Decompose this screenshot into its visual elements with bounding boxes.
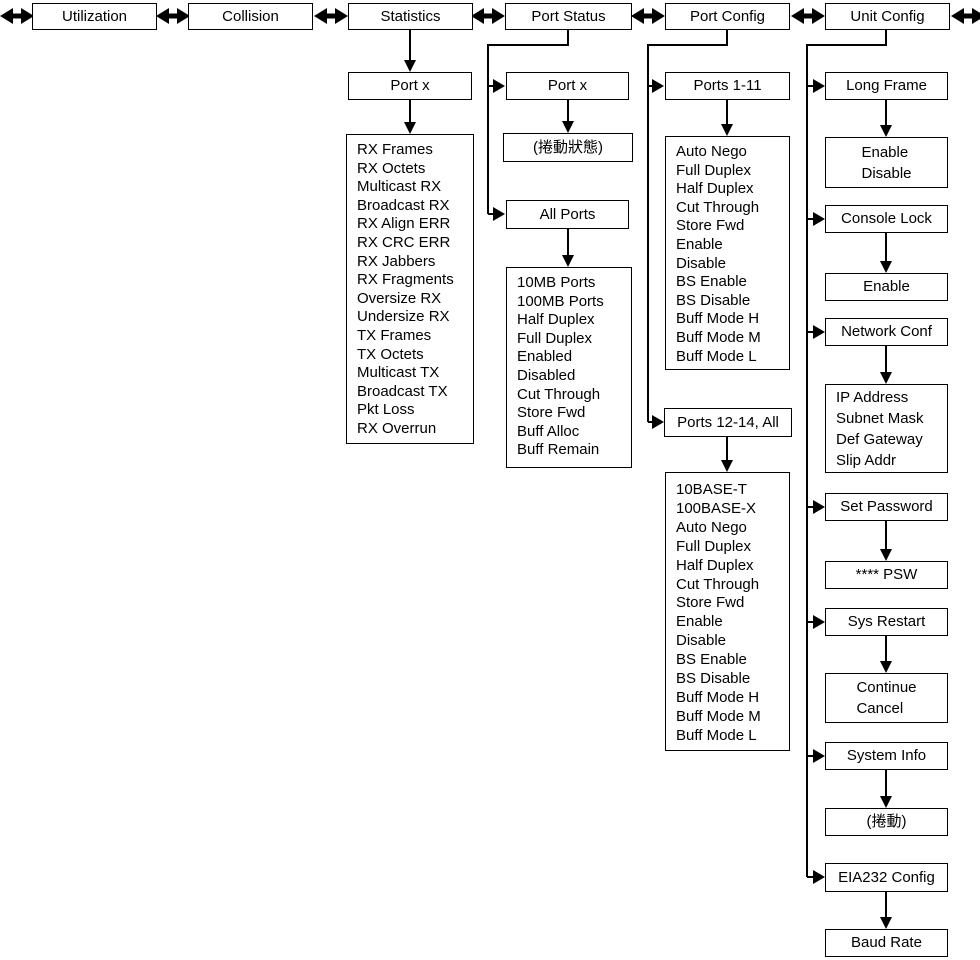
left-right-arrow-icon xyxy=(951,8,980,24)
port-status-all-ports-list: 10MB Ports 100MB Ports Half Duplex Full … xyxy=(506,267,632,468)
statistics-counter-list: RX Frames RX Octets Multicast RX Broadca… xyxy=(346,134,474,444)
unit-config-console-lock-box: Console Lock xyxy=(825,205,948,233)
menu-item-collision: Collision xyxy=(188,3,313,30)
menu-item-utilization: Utilization xyxy=(32,3,157,30)
left-right-arrow-icon xyxy=(156,8,190,24)
unit-config-sys-restart-options: Continue Cancel xyxy=(825,673,948,723)
statistics-port-x-box: Port x xyxy=(348,72,472,100)
left-right-arrow-icon xyxy=(0,8,34,24)
unit-config-long-frame-options: Enable Disable xyxy=(825,137,948,188)
menu-item-statistics: Statistics xyxy=(348,3,473,30)
port-status-scroll-status-box: (捲動狀態) xyxy=(503,133,633,162)
option-text: Continue Cancel xyxy=(856,679,917,717)
unit-config-long-frame-box: Long Frame xyxy=(825,72,948,100)
option-text: Enable Disable xyxy=(861,143,912,182)
menu-item-unit-config: Unit Config xyxy=(825,3,950,30)
port-status-port-x-box: Port x xyxy=(506,72,629,100)
unit-config-set-password-box: Set Password xyxy=(825,493,948,521)
unit-config-network-conf-options: IP Address Subnet Mask Def Gateway Slip … xyxy=(825,384,948,473)
menu-item-port-config: Port Config xyxy=(665,3,790,30)
unit-config-branch-lines xyxy=(806,30,892,929)
unit-config-psw-box: **** PSW xyxy=(825,561,948,589)
port-config-ports-1-11-options: Auto Nego Full Duplex Half Duplex Cut Th… xyxy=(665,136,790,370)
left-right-arrow-icon xyxy=(314,8,348,24)
menu-item-port-status: Port Status xyxy=(505,3,632,30)
port-status-all-ports-box: All Ports xyxy=(506,200,629,229)
statistics-flow-arrows xyxy=(404,30,416,134)
left-right-arrow-icon xyxy=(791,8,825,24)
unit-config-eia232-box: EIA232 Config xyxy=(825,863,948,892)
port-config-ports-1-11-box: Ports 1-11 xyxy=(665,72,790,100)
unit-config-scroll-box: (捲動) xyxy=(825,808,948,836)
unit-config-network-conf-box: Network Conf xyxy=(825,318,948,346)
port-config-ports-12-14-options: 10BASE-T 100BASE-X Auto Nego Full Duplex… xyxy=(665,472,790,751)
unit-config-system-info-box: System Info xyxy=(825,742,948,770)
unit-config-console-lock-options: Enable xyxy=(825,273,948,301)
left-right-arrow-icon xyxy=(471,8,505,24)
unit-config-sys-restart-box: Sys Restart xyxy=(825,608,948,636)
unit-config-baud-rate-box: Baud Rate xyxy=(825,929,948,957)
port-config-ports-12-14-box: Ports 12-14, All xyxy=(664,408,792,437)
port-status-branch-lines xyxy=(487,30,574,267)
left-right-arrow-icon xyxy=(631,8,665,24)
port-config-branch-lines xyxy=(647,30,733,472)
